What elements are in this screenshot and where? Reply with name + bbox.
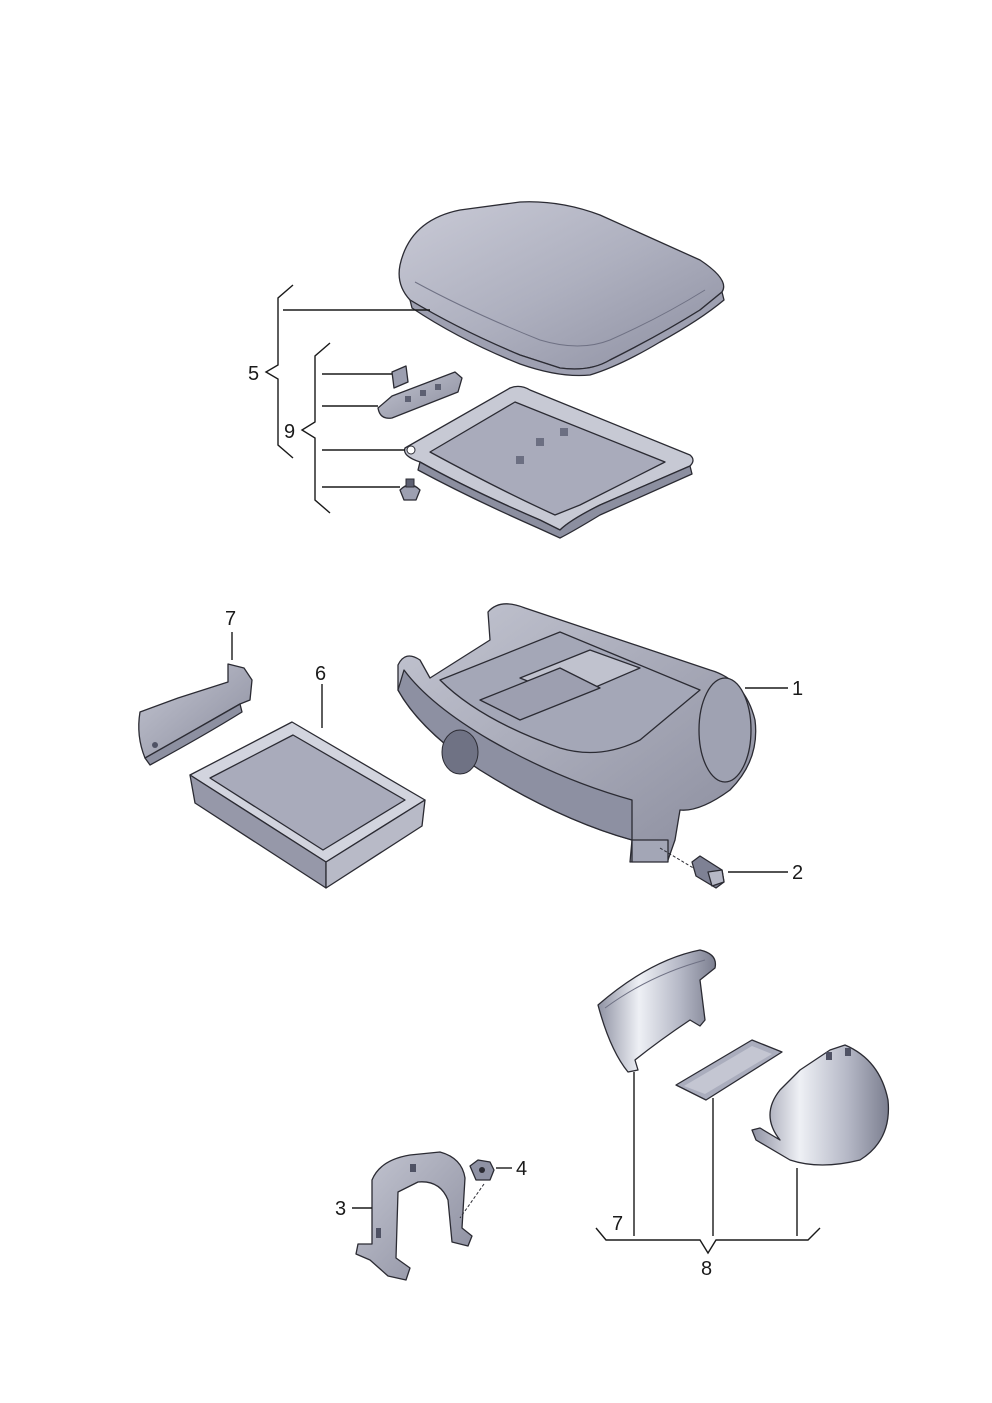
lid-latch-clip <box>391 365 409 389</box>
trim-cover-left <box>597 949 717 1073</box>
callout-4: 4 <box>516 1158 527 1180</box>
lid-push-rivet <box>399 478 421 501</box>
lid-base-tray <box>403 385 694 539</box>
callout-7-bottom: 7 <box>612 1213 623 1235</box>
callout-5: 5 <box>248 363 259 385</box>
hex-bolt <box>659 847 725 889</box>
callout-3: 3 <box>335 1198 346 1220</box>
trim-pad-center <box>675 1039 783 1101</box>
armrest-console-body <box>397 603 757 863</box>
storage-insert-strip <box>138 663 253 766</box>
callout-7-top: 7 <box>225 608 236 630</box>
callout-1: 1 <box>792 678 803 700</box>
hex-nut <box>459 1159 495 1219</box>
armrest-lid-cushion <box>398 201 725 377</box>
callout-2: 2 <box>792 862 803 884</box>
lid-latch-handle <box>377 371 463 419</box>
trim-cover-right <box>751 1044 890 1166</box>
callout-8: 8 <box>701 1258 712 1280</box>
callout-6: 6 <box>315 663 326 685</box>
storage-tray <box>189 721 426 889</box>
callout-9: 9 <box>284 421 295 443</box>
mounting-bracket <box>355 1151 473 1281</box>
